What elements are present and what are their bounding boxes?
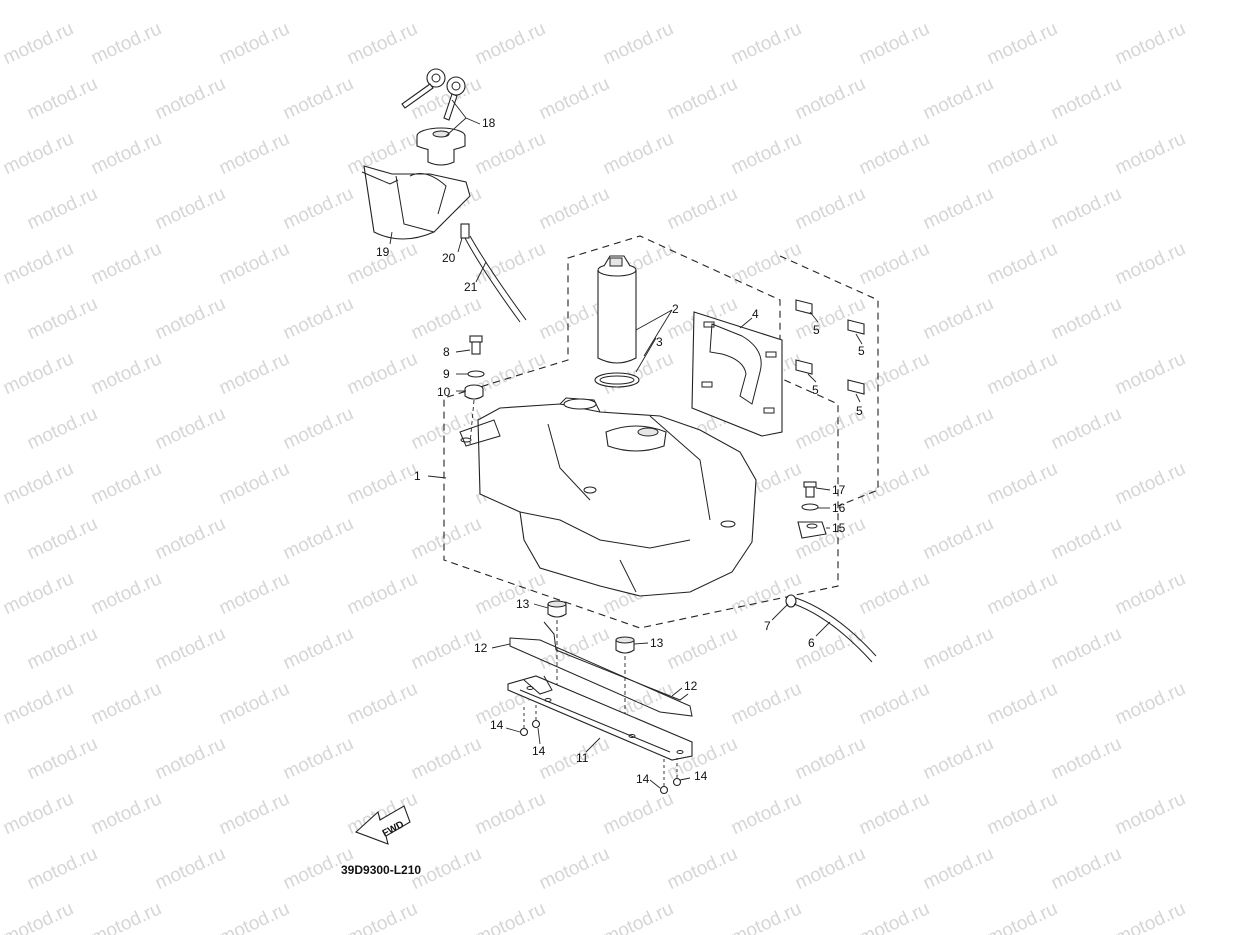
callout-6: 6 bbox=[808, 636, 815, 650]
callout-12-b: 12 bbox=[684, 679, 698, 693]
callout-14-b: 14 bbox=[532, 744, 546, 758]
callout-16: 16 bbox=[832, 501, 846, 515]
callout-5-a: 5 bbox=[813, 323, 820, 337]
callout-14-c: 14 bbox=[636, 772, 650, 786]
callout-4: 4 bbox=[752, 307, 759, 321]
clip-set bbox=[795, 299, 865, 395]
callout-14-a: 14 bbox=[490, 718, 504, 732]
callout-8: 8 bbox=[443, 345, 450, 359]
callout-9: 9 bbox=[443, 367, 450, 381]
damper-set bbox=[547, 600, 635, 728]
key-set bbox=[401, 68, 466, 121]
callout-5-c: 5 bbox=[812, 383, 819, 397]
callout-3: 3 bbox=[656, 335, 663, 349]
callout-13-a: 13 bbox=[516, 597, 530, 611]
callout-11: 11 bbox=[576, 751, 589, 765]
callout-21: 21 bbox=[464, 280, 478, 294]
callout-20: 20 bbox=[442, 251, 456, 265]
callout-1: 1 bbox=[414, 469, 421, 483]
fuel-tank bbox=[459, 397, 757, 597]
callout-17: 17 bbox=[832, 483, 846, 497]
callout-18: 18 bbox=[482, 116, 496, 130]
heat-shield-plate bbox=[691, 311, 783, 437]
tank-bracket bbox=[507, 675, 693, 761]
callout-19: 19 bbox=[376, 245, 390, 259]
fuel-pump bbox=[597, 255, 637, 364]
fuel-hose bbox=[785, 594, 877, 663]
callout-5-d: 5 bbox=[856, 404, 863, 418]
breather-hose bbox=[460, 223, 527, 323]
callout-15: 15 bbox=[832, 521, 846, 535]
filler-neck-housing bbox=[361, 165, 471, 240]
tank-band-set bbox=[509, 621, 693, 717]
callout-7: 7 bbox=[764, 619, 771, 633]
bolt-washer-grommet-left bbox=[464, 335, 485, 445]
leader-lines bbox=[389, 99, 863, 789]
callout-12-a: 12 bbox=[474, 641, 488, 655]
callout-10: 10 bbox=[437, 385, 451, 399]
forward-arrow-icon: FWD bbox=[354, 805, 411, 845]
bolt-washer-rubber-right bbox=[797, 481, 827, 539]
callout-5-b: 5 bbox=[858, 344, 865, 358]
callout-2: 2 bbox=[672, 302, 679, 316]
assembly-boundary-main bbox=[443, 235, 839, 629]
callout-13-b: 13 bbox=[650, 636, 664, 650]
diagram-code: 39D9300-L210 bbox=[341, 863, 421, 877]
callout-14-d: 14 bbox=[694, 769, 708, 783]
fuel-cap bbox=[416, 127, 466, 166]
bolt-set bbox=[519, 704, 682, 795]
assembly-boundary-right bbox=[779, 255, 879, 507]
o-ring bbox=[594, 372, 640, 388]
